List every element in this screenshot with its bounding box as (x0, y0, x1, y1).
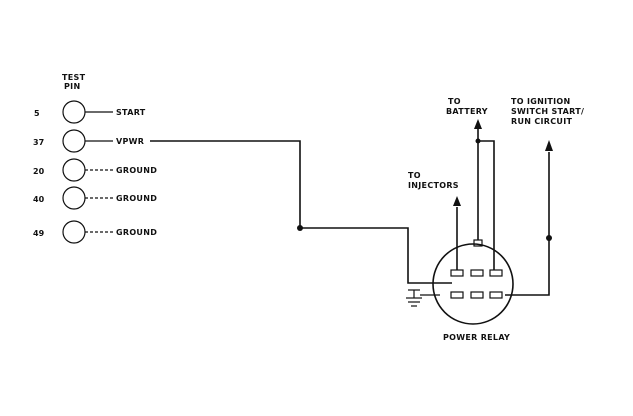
relay-terminal (470, 269, 484, 277)
ignition-label-line2: SWITCH START/ (511, 107, 584, 116)
ignition-wire (505, 152, 550, 296)
relay-terminal (450, 269, 464, 277)
ignition-arrow-icon (545, 140, 553, 151)
battery-label-line1: TO (448, 97, 461, 106)
splice-dot-battery (475, 138, 481, 144)
pin-label: START (116, 108, 146, 117)
pin-label: GROUND (116, 228, 157, 237)
ignition-label-line1: TO IGNITION (511, 97, 571, 106)
pin-connector-circle (62, 129, 86, 153)
pin-number: 20 (33, 167, 45, 176)
pin-connector-circle (62, 220, 86, 244)
injectors-arrow-icon (453, 196, 461, 206)
splice-dot-vpwr (297, 225, 303, 231)
relay-terminal (489, 291, 503, 299)
relay-terminal (470, 291, 484, 299)
pin-label: VPWR (116, 137, 144, 146)
battery-wire (477, 140, 495, 270)
test-pin-37: 37 VPWR (33, 129, 144, 153)
test-pin-header-line1: TEST (62, 73, 86, 82)
test-pin-header-line2: PIN (64, 82, 80, 91)
test-pin-20: 20 GROUND (33, 158, 157, 182)
power-relay (432, 239, 514, 325)
battery-label-line2: BATTERY (446, 107, 488, 116)
ignition-label-line3: RUN CIRCUIT (511, 117, 572, 126)
ground-symbol-icon (406, 289, 440, 307)
power-relay-label: POWER RELAY (443, 333, 510, 342)
pin-number: 5 (34, 109, 40, 118)
battery-arrow-icon (474, 119, 482, 129)
splice-dot-ignition (546, 235, 552, 241)
pin-label: GROUND (116, 166, 157, 175)
relay-body-circle (432, 243, 514, 325)
pin-number: 37 (33, 138, 44, 147)
pin-connector-circle (62, 158, 86, 182)
injectors-label-line1: TO (408, 171, 421, 180)
injectors-label-line2: INJECTORS (408, 181, 459, 190)
relay-terminal (489, 269, 503, 277)
pin-number: 49 (33, 229, 45, 238)
test-pin-40: 40 GROUND (33, 186, 157, 210)
test-pin-49: 49 GROUND (33, 220, 157, 244)
pin-connector-circle (62, 186, 86, 210)
pin-number: 40 (33, 195, 45, 204)
vpwr-wire (150, 140, 452, 284)
test-pin-5: 5 START (34, 100, 146, 124)
pin-connector-circle (62, 100, 86, 124)
relay-terminal (450, 291, 464, 299)
pin-label: GROUND (116, 194, 157, 203)
